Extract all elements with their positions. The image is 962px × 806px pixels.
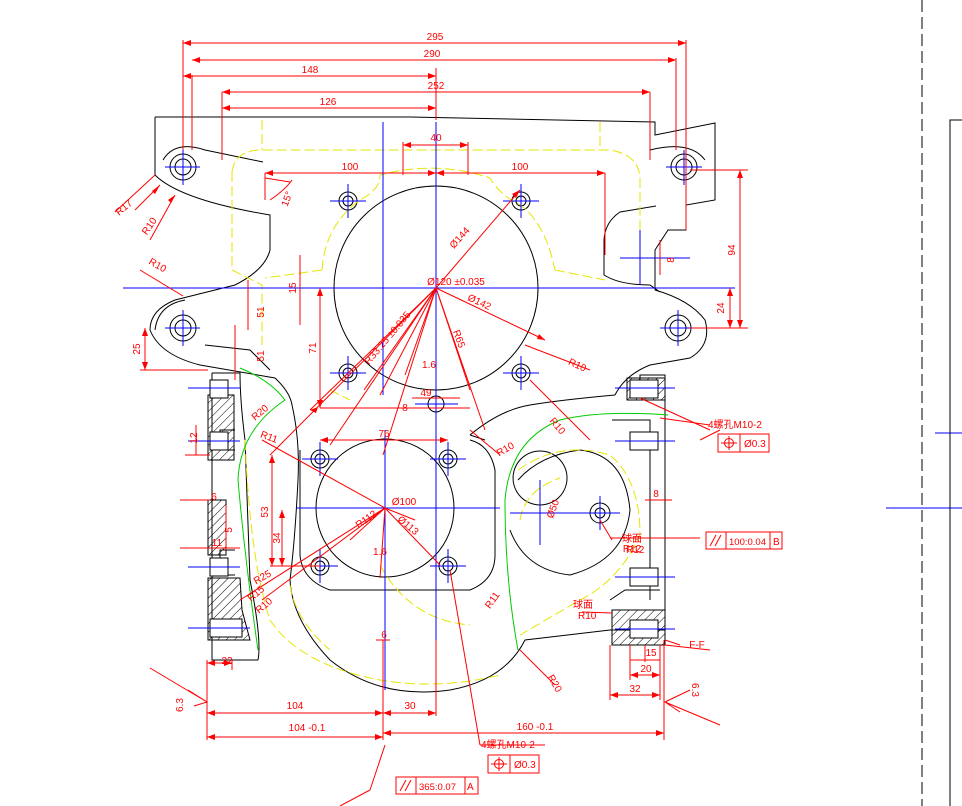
dim-100-right: 100 [512, 162, 529, 173]
dim-160-tol: 160 -0.1 [517, 722, 554, 733]
dim-8-mid: 8 [402, 403, 408, 414]
tolerance-parallel-bottom-datum: A [467, 782, 474, 793]
dim-104-tol: 104 -0.1 [289, 723, 326, 734]
r20-a: R20 [250, 403, 271, 424]
tolerance-pos-top-value: Ø0.3 [744, 439, 766, 450]
tolerance-pos-bottom-value: Ø0.3 [514, 760, 536, 771]
r11-b: R11 [483, 590, 502, 611]
dim-51-b: 51 [256, 350, 267, 362]
tolerance-frame-parallel-right: 100:0.04 B [705, 531, 783, 550]
dim-15-right: 15 [645, 648, 657, 659]
dim-11: 11 [212, 538, 223, 549]
dim-290: 290 [424, 49, 441, 60]
dia-113: Ø113 [395, 514, 421, 538]
tolerance-parallel-right-datum: B [773, 537, 780, 548]
dim-100-left: 100 [342, 162, 359, 173]
dim-148: 148 [302, 65, 319, 76]
dim-25: 25 [132, 343, 143, 355]
sphere-note-b: 球面 [573, 598, 593, 611]
side-view-partial [921, 0, 962, 806]
tolerance-frame-parallel-bottom: 365:0.07 A [395, 776, 479, 795]
dim-1-6-b: 1.6 [373, 547, 387, 558]
dim-24: 24 [716, 302, 727, 314]
dim-30: 30 [404, 701, 416, 712]
dim-12: 12 [189, 432, 200, 444]
r12: R12 [623, 544, 642, 555]
r17: R17 [114, 198, 135, 219]
dim-76: 76 [378, 429, 390, 440]
dim-295: 295 [427, 32, 444, 43]
dim-49: 49 [420, 388, 432, 399]
dim-20-right: 20 [640, 664, 652, 675]
section-lines [237, 367, 669, 651]
tolerance-frame-position-bottom: Ø0.3 [487, 754, 540, 774]
dim-94: 94 [727, 244, 738, 256]
r10-e: R10 [495, 440, 517, 459]
dim-32: 32 [629, 684, 641, 695]
dim-6: 6 [211, 492, 217, 503]
dim-34: 34 [272, 532, 283, 544]
dia-144: Ø144 [448, 225, 473, 251]
tolerance-parallel-bottom-value: 365:0.07 [419, 782, 456, 793]
notes: 4螺孔M10-2 4螺孔M10-2 球面 R12 球面 R10 [481, 419, 762, 751]
sphere-note-a: 球面 [622, 532, 642, 545]
r25: R25 [252, 568, 274, 587]
dim-51-a: 51 [256, 306, 267, 318]
r20-b: R20 [545, 673, 564, 695]
dim-8-right: 8 [653, 489, 659, 500]
dim-126: 126 [320, 97, 337, 108]
arrowheads [142, 40, 743, 740]
dim-5: 5 [224, 527, 235, 533]
r65: R65 [450, 329, 467, 350]
dim-71: 71 [308, 342, 319, 354]
dim-53: 53 [260, 506, 271, 518]
dim-6-bottom: 6 [381, 630, 387, 641]
hidden-lines [231, 120, 641, 685]
dia-142: Ø142 [466, 293, 493, 313]
bolt-note-bottom: 4螺孔M10-2 [481, 739, 535, 751]
dim-8-top: 8 [666, 257, 677, 263]
dim-22: 22 [221, 656, 233, 667]
roughness-left: 6.3 [175, 698, 186, 712]
dia-120: Ø120 ±0.035 [427, 277, 485, 288]
r112: R112 [354, 509, 380, 532]
dim-252: 252 [428, 81, 445, 92]
dim-1-6-a: 1.6 [422, 360, 436, 371]
sphere-note-b-radius: R10 [578, 611, 597, 622]
dimension-lines [114, 40, 748, 806]
dim-15: 15 [288, 282, 299, 294]
sphere-note-a-radius: R12 [626, 545, 645, 556]
dim-104: 104 [287, 701, 304, 712]
r11-a: R11 [259, 429, 280, 446]
r10-b: R10 [147, 256, 169, 275]
tolerance-parallel-right-value: 100:0.04 [729, 537, 766, 548]
dim-15deg: 15° [280, 190, 296, 208]
roughness-right: 6.3 [689, 683, 700, 697]
dia-50: Ø50 [545, 498, 562, 520]
r10-c: R10 [566, 357, 588, 375]
section-label: F-F [689, 640, 705, 651]
tolerance-frame-position-top: Ø0.3 [717, 433, 770, 453]
bolt-note-top: 4螺孔M10-2 [708, 419, 762, 431]
dim-40: 40 [430, 133, 442, 144]
centerlines [123, 122, 962, 700]
dia-100: Ø100 [392, 497, 417, 508]
